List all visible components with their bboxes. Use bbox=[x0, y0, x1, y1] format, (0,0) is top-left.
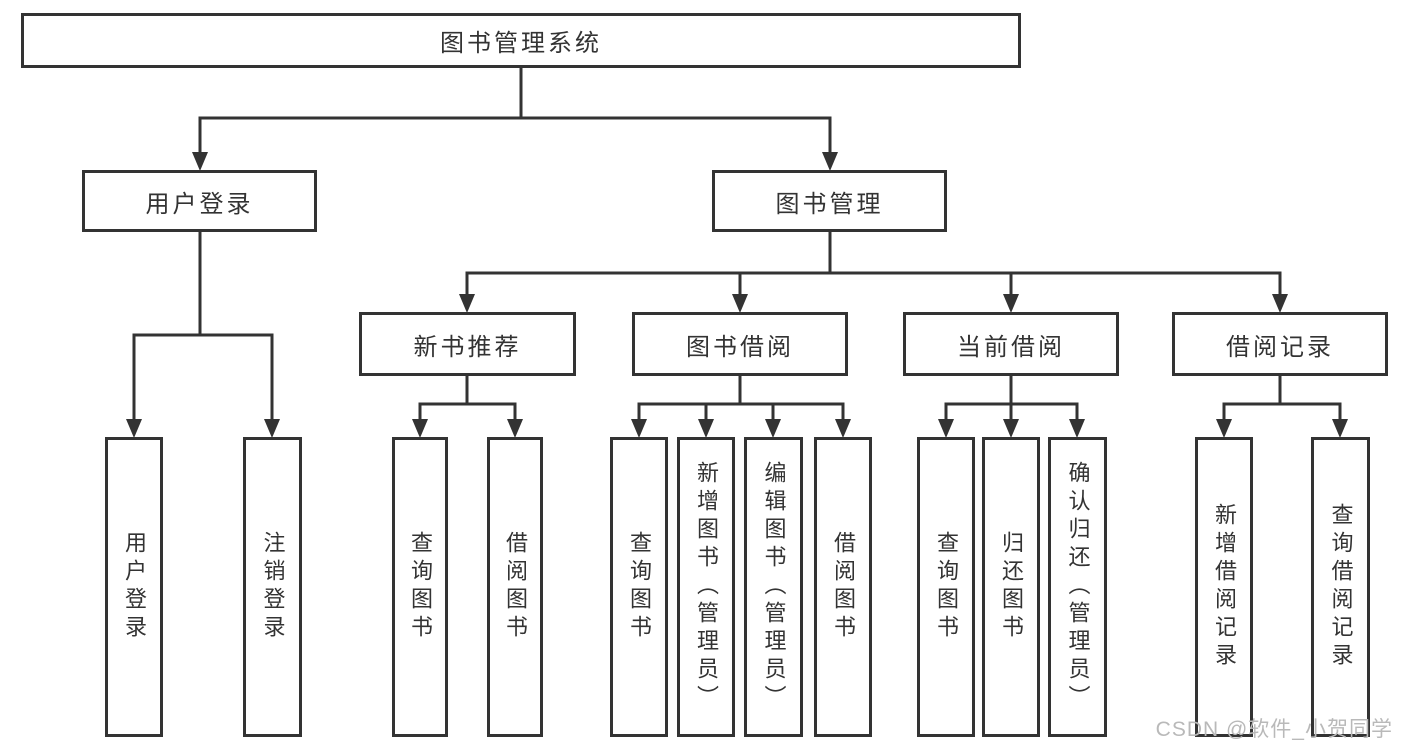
arrow-icon bbox=[1069, 419, 1085, 438]
leaf-borrow-books: 借阅图书 bbox=[814, 437, 872, 737]
connector-bookmgmt-group bbox=[465, 229, 1282, 299]
leaf-return-books: 归还图书 bbox=[982, 437, 1040, 737]
arrow-icon bbox=[732, 294, 748, 313]
leaf-query-books: 查询图书 bbox=[392, 437, 448, 737]
node-user-login: 用户登录 bbox=[82, 170, 317, 232]
arrow-icon bbox=[1216, 419, 1232, 438]
leaf-label: 确认归还（管理员） bbox=[1065, 461, 1091, 713]
arrow-icon bbox=[126, 419, 142, 438]
connector-bookborrow-group bbox=[637, 372, 845, 424]
leaf-label: 查询图书 bbox=[408, 531, 433, 643]
node-new-book-recommend: 新书推荐 bbox=[359, 312, 576, 376]
arrow-icon bbox=[822, 152, 838, 171]
leaf-label: 新增图书（管理员） bbox=[694, 461, 719, 713]
connector-root-to-level2 bbox=[198, 64, 832, 157]
node-label: 当前借阅 bbox=[957, 333, 1065, 361]
leaf-borrow-books: 借阅图书 bbox=[487, 437, 543, 737]
connector-borrowrecord-group bbox=[1222, 372, 1342, 424]
node-label: 新书推荐 bbox=[413, 333, 522, 361]
leaf-label: 查询借阅记录 bbox=[1328, 503, 1354, 671]
leaf-query-borrow-record: 查询借阅记录 bbox=[1311, 437, 1370, 737]
node-book-management: 图书管理 bbox=[712, 170, 947, 232]
arrow-icon bbox=[507, 419, 523, 438]
connector-newbook-group bbox=[418, 372, 517, 424]
leaf-label: 查询图书 bbox=[627, 531, 652, 643]
leaf-label: 借阅图书 bbox=[831, 531, 856, 643]
node-borrow-records: 借阅记录 bbox=[1172, 312, 1388, 376]
arrow-icon bbox=[631, 419, 647, 438]
arrow-icon bbox=[1272, 294, 1288, 313]
arrow-icon bbox=[765, 419, 781, 438]
node-label: 图书管理 bbox=[775, 190, 884, 218]
arrow-icon bbox=[264, 419, 280, 438]
leaf-query-books: 查询图书 bbox=[610, 437, 668, 737]
node-label: 借阅记录 bbox=[1226, 333, 1334, 361]
leaf-label: 归还图书 bbox=[999, 531, 1024, 643]
arrow-icon bbox=[459, 294, 475, 313]
connector-userlogin-group bbox=[132, 229, 274, 424]
leaf-label: 查询图书 bbox=[934, 531, 959, 643]
leaf-label: 新增借阅记录 bbox=[1212, 503, 1237, 671]
node-book-borrowing: 图书借阅 bbox=[632, 312, 848, 376]
node-label: 用户登录 bbox=[145, 190, 254, 218]
arrow-icon bbox=[412, 419, 428, 438]
arrow-icon bbox=[938, 419, 954, 438]
leaf-confirm-return-admin: 确认归还（管理员） bbox=[1048, 437, 1107, 737]
leaf-label: 注销登录 bbox=[260, 531, 286, 643]
leaf-label: 用户登录 bbox=[122, 531, 147, 643]
arrow-icon bbox=[835, 419, 851, 438]
arrow-icon bbox=[192, 152, 208, 171]
csdn-watermark: CSDN @软件_小贺同学 bbox=[1155, 718, 1393, 741]
node-library-management-system: 图书管理系统 bbox=[21, 13, 1021, 68]
arrow-icon bbox=[1003, 294, 1019, 313]
node-label: 图书管理系统 bbox=[440, 30, 602, 57]
node-current-borrowing: 当前借阅 bbox=[903, 312, 1119, 376]
leaf-add-borrow-record: 新增借阅记录 bbox=[1195, 437, 1253, 737]
connector-currentborrow-group bbox=[944, 372, 1079, 424]
leaf-user-login: 用户登录 bbox=[105, 437, 163, 737]
leaf-add-books-admin: 新增图书（管理员） bbox=[677, 437, 735, 737]
leaf-query-books: 查询图书 bbox=[917, 437, 975, 737]
node-label: 图书借阅 bbox=[686, 333, 794, 361]
leaf-label: 借阅图书 bbox=[503, 531, 528, 643]
leaf-edit-books-admin: 编辑图书（管理员） bbox=[744, 437, 803, 737]
arrow-icon bbox=[1003, 419, 1019, 438]
arrow-icon bbox=[1332, 419, 1348, 438]
leaf-label: 编辑图书（管理员） bbox=[761, 461, 787, 713]
arrow-icon bbox=[698, 419, 714, 438]
leaf-logout: 注销登录 bbox=[243, 437, 302, 737]
